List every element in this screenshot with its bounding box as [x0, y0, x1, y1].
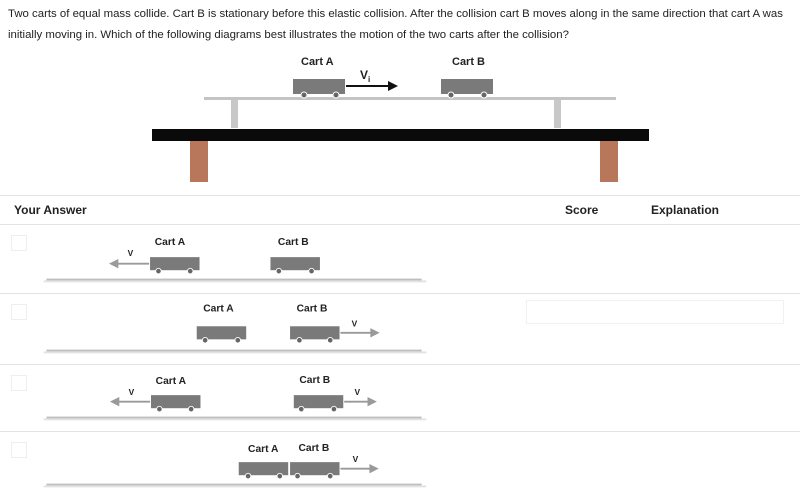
option-radio[interactable] [11, 304, 27, 320]
explanation-header: Explanation [651, 203, 720, 217]
cart-b [290, 462, 340, 480]
cart-a [196, 326, 247, 344]
option-radio[interactable] [11, 235, 27, 251]
cart-a-label: Cart A [203, 303, 234, 314]
cart-a [150, 257, 200, 275]
velocity-arrow-b [344, 397, 377, 407]
option-diagram: Cart A Cart B V [43, 303, 427, 354]
divider [0, 431, 800, 432]
cart-a-label: Cart A [156, 376, 187, 387]
answer-option[interactable]: Cart A Cart B V V [0, 365, 800, 431]
table-top [152, 129, 649, 141]
cart-b-label: Cart B [452, 56, 485, 68]
cart-a [151, 395, 201, 413]
velocity-arrow [346, 81, 398, 91]
velocity-arrow-b [340, 328, 380, 338]
divider [0, 293, 800, 294]
table-leg-left [190, 141, 208, 182]
cart-b-label: Cart B [299, 375, 330, 386]
velocity-arrow-a [109, 397, 151, 407]
velocity-label-b: V [352, 318, 358, 328]
divider [0, 364, 800, 365]
cart-b [293, 395, 344, 413]
cart-b-label: Cart B [298, 443, 329, 454]
option-diagram: Cart A Cart B V [43, 237, 427, 283]
velocity-label-b: V [354, 387, 360, 397]
table-leg-right [600, 141, 618, 182]
cart-a-label: Cart A [248, 444, 279, 455]
cart-b-label: Cart B [278, 237, 309, 248]
answer-option[interactable]: Cart A Cart B V [0, 225, 800, 293]
velocity-arrow-b [340, 464, 379, 474]
option-diagram: Cart A Cart B V [43, 443, 427, 488]
question-text: Two carts of equal mass collide. Cart B … [8, 8, 783, 41]
cart-b-label: Cart B [297, 303, 328, 314]
cart-a [293, 79, 345, 99]
track [204, 97, 616, 128]
cart-b [270, 257, 320, 275]
velocity-label-b: V [353, 454, 359, 464]
velocity-arrow-a [109, 259, 150, 269]
option-radio[interactable] [11, 375, 27, 391]
option-diagram: Cart A Cart B V V [43, 375, 427, 421]
your-answer-header: Your Answer [14, 203, 87, 217]
answer-option[interactable]: Cart A Cart B V [0, 294, 800, 364]
cart-b [441, 79, 493, 99]
divider [0, 195, 800, 196]
velocity-label: Vi [360, 68, 370, 84]
cart-a-label: Cart A [301, 56, 334, 68]
velocity-label-a: V [128, 248, 134, 258]
cart-a [238, 462, 289, 480]
velocity-label-a: V [129, 387, 135, 397]
cart-a-label: Cart A [155, 237, 186, 248]
score-header: Score [565, 203, 599, 217]
cart-b [290, 326, 340, 344]
answer-option[interactable]: Cart A Cart B V [0, 432, 800, 498]
explanation-box [526, 300, 784, 324]
divider [0, 224, 800, 225]
option-radio[interactable] [11, 442, 27, 458]
